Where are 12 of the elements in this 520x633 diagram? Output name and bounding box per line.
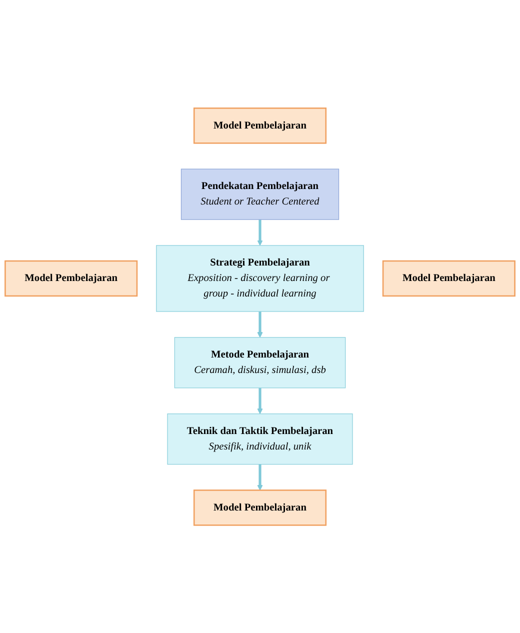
node-box: Strategi Pembelajaran Exposition - discovery learning or group - individual learning bbox=[156, 244, 364, 312]
node-box: Metode Pembelajaran Ceramah, diskusi, simulasi, dsb bbox=[174, 336, 346, 388]
node-box: Model Pembelajaran bbox=[4, 260, 138, 296]
node-box: Model Pembelajaran bbox=[382, 260, 516, 296]
arrow bbox=[257, 388, 263, 414]
node-box: Teknik dan Taktik Pembelajaran Spesifik, individual, unik bbox=[167, 413, 353, 464]
arrow bbox=[257, 311, 263, 338]
arrow bbox=[257, 464, 263, 490]
arrow bbox=[257, 219, 263, 246]
node-box: Model Pembelajaran bbox=[193, 107, 327, 144]
node-box: Pendekatan Pembelajaran Student or Teacher Centered bbox=[180, 168, 340, 220]
node-box: Model Pembelajaran bbox=[193, 489, 327, 526]
